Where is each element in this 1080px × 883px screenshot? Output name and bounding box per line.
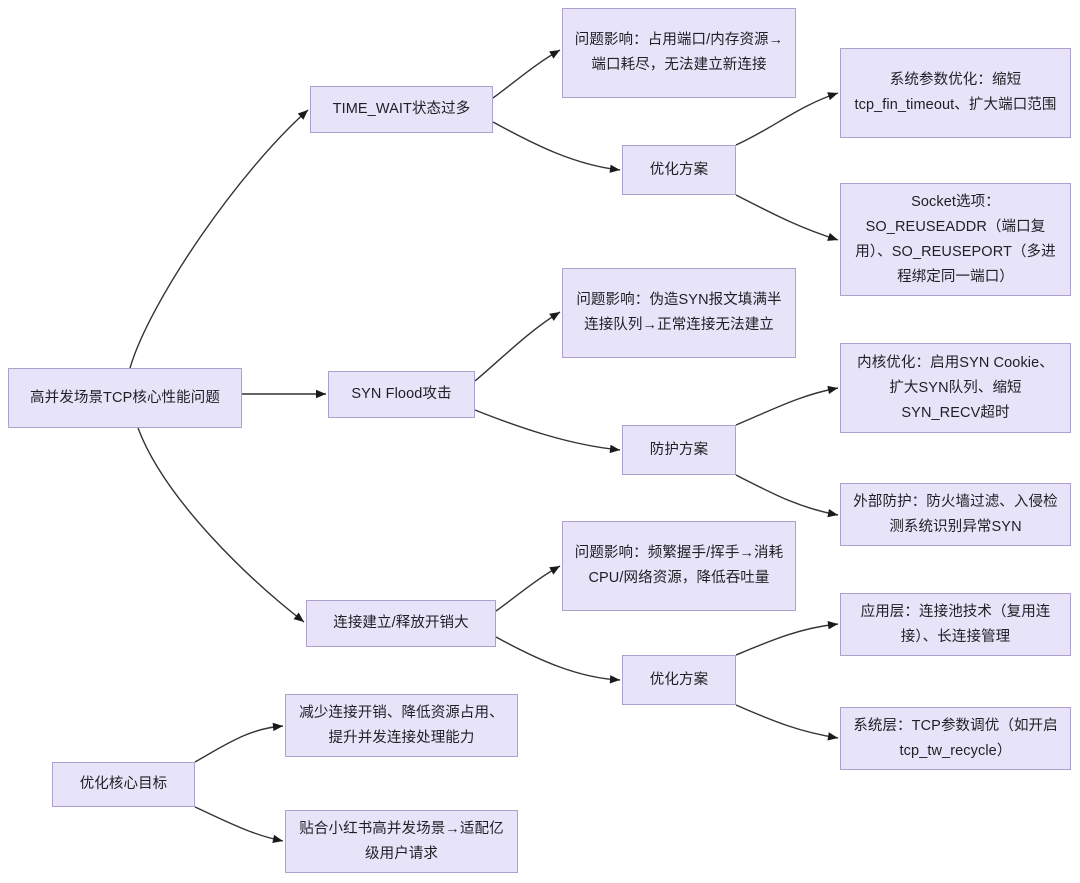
edge-timewait_solution-to-socket_opt [735, 194, 839, 241]
node-goal_fit[interactable]: 贴合小红书高并发场景→适配亿级用户请求 [285, 810, 518, 873]
node-kernel_opt[interactable]: 内核优化：启用SYN Cookie、扩大SYN队列、缩短SYN_RECV超时 [840, 343, 1071, 433]
node-timewait_solution[interactable]: 优化方案 [622, 145, 736, 195]
edge-synflood-to-synflood_impact [474, 311, 561, 382]
edge-conn_overhead-to-conn_impact [495, 565, 561, 612]
edge-core_goal-to-goal_reduce [194, 725, 284, 763]
node-label: Socket选项：SO_REUSEADDR（端口复用）、SO_REUSEPORT… [855, 193, 1056, 285]
edge-timewait-to-timewait_solution [492, 121, 621, 171]
arrow-head-icon [293, 612, 304, 622]
node-label: 贴合小红书高并发场景→适配亿级用户请求 [299, 820, 504, 862]
edge-timewait-to-timewait_impact [492, 49, 561, 99]
arrow-head-icon [549, 312, 560, 321]
node-timewait_impact[interactable]: 问题影响：占用端口/内存资源→端口耗尽，无法建立新连接 [562, 8, 796, 98]
node-label: 优化方案 [649, 161, 709, 178]
node-label: 优化方案 [649, 671, 709, 688]
node-label: 系统层：TCP参数调优（如开启tcp_tw_recycle） [853, 717, 1058, 759]
node-label: 外部防护：防火墙过滤、入侵检测系统识别异常SYN [853, 493, 1058, 535]
node-sysparam_opt[interactable]: 系统参数优化：缩短tcp_fin_timeout、扩大端口范围 [840, 48, 1071, 138]
node-label: 问题影响：占用端口/内存资源→端口耗尽，无法建立新连接 [574, 32, 784, 73]
edge-synflood_solution-to-kernel_opt [735, 387, 839, 426]
node-label: 问题影响：频繁握手/挥手→消耗CPU/网络资源，降低吞吐量 [574, 545, 784, 586]
node-label: SYN Flood攻击 [351, 386, 452, 402]
arrow-head-icon [316, 389, 326, 399]
arrow-head-icon [549, 566, 560, 575]
edge-conn_solution-to-sys_layer [735, 704, 839, 739]
edge-root-to-timewait [129, 109, 309, 369]
node-root[interactable]: 高并发场景TCP核心性能问题 [8, 368, 242, 428]
node-label: 系统参数优化：缩短tcp_fin_timeout、扩大端口范围 [854, 72, 1057, 113]
node-label: 内核优化：启用SYN Cookie、扩大SYN队列、缩短SYN_RECV超时 [857, 354, 1054, 421]
node-label: 减少连接开销、降低资源占用、提升并发连接处理能力 [299, 704, 504, 746]
node-label: 优化核心目标 [79, 776, 168, 792]
arrow-head-icon [272, 834, 283, 844]
node-conn_overhead[interactable]: 连接建立/释放开销大 [306, 600, 496, 647]
node-sys_layer[interactable]: 系统层：TCP参数调优（如开启tcp_tw_recycle） [840, 707, 1071, 770]
arrow-head-icon [609, 444, 620, 454]
arrow-head-icon [827, 621, 838, 630]
arrow-head-icon [827, 92, 838, 101]
arrow-head-icon [609, 164, 620, 173]
node-conn_impact[interactable]: 问题影响：频繁握手/挥手→消耗CPU/网络资源，降低吞吐量 [562, 521, 796, 611]
arrow-head-icon [827, 232, 838, 241]
node-timewait[interactable]: TIME_WAIT状态过多 [310, 86, 493, 133]
node-label: 高并发场景TCP核心性能问题 [30, 389, 220, 406]
node-goal_reduce[interactable]: 减少连接开销、降低资源占用、提升并发连接处理能力 [285, 694, 518, 757]
node-label: 防护方案 [649, 441, 709, 458]
node-synflood_solution[interactable]: 防护方案 [622, 425, 736, 475]
node-core_goal[interactable]: 优化核心目标 [52, 762, 195, 807]
node-conn_solution[interactable]: 优化方案 [622, 655, 736, 705]
edge-conn_overhead-to-conn_solution [495, 636, 621, 681]
edge-timewait_solution-to-sysparam_opt [735, 92, 839, 146]
arrow-head-icon [827, 385, 838, 395]
node-label: 连接建立/释放开销大 [333, 615, 469, 631]
node-label: 应用层：连接池技术（复用连接）、长连接管理 [860, 603, 1051, 645]
arrow-head-icon [272, 722, 283, 732]
node-label: 问题影响：伪造SYN报文填满半连接队列→正常连接无法建立 [576, 292, 782, 333]
arrow-head-icon [827, 732, 838, 741]
node-label: TIME_WAIT状态过多 [332, 101, 471, 117]
edge-synflood_solution-to-external_protect [735, 474, 839, 516]
node-external_protect[interactable]: 外部防护：防火墙过滤、入侵检测系统识别异常SYN [840, 483, 1071, 546]
arrow-head-icon [297, 110, 308, 120]
edge-synflood-to-synflood_solution [474, 409, 621, 451]
edge-root-to-conn_overhead [137, 427, 305, 623]
node-app_layer[interactable]: 应用层：连接池技术（复用连接）、长连接管理 [840, 593, 1071, 656]
arrow-head-icon [549, 50, 560, 59]
arrow-head-icon [827, 508, 838, 518]
node-synflood_impact[interactable]: 问题影响：伪造SYN报文填满半连接队列→正常连接无法建立 [562, 268, 796, 358]
node-synflood[interactable]: SYN Flood攻击 [328, 371, 475, 418]
edge-core_goal-to-goal_fit [194, 806, 284, 842]
edge-conn_solution-to-app_layer [735, 623, 839, 656]
arrow-head-icon [609, 675, 620, 684]
node-socket_opt[interactable]: Socket选项：SO_REUSEADDR（端口复用）、SO_REUSEPORT… [840, 183, 1071, 296]
